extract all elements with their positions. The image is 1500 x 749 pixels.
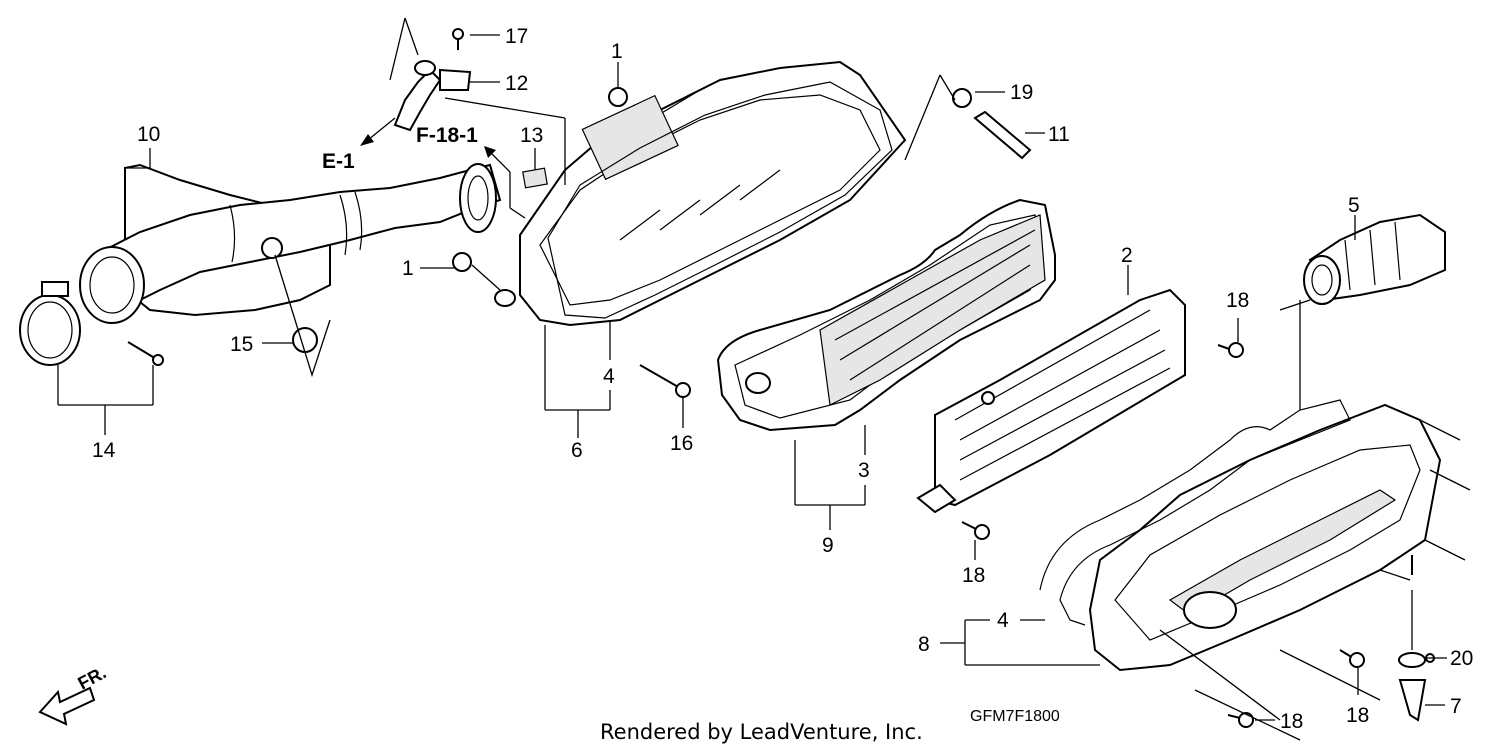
clamp-screw bbox=[127, 341, 164, 366]
callout-3: 3 bbox=[858, 459, 870, 482]
reference-f-18-1: F-18-1 bbox=[416, 124, 478, 147]
case-seal bbox=[547, 81, 893, 319]
callout-16: 16 bbox=[670, 432, 693, 455]
callout-19: 19 bbox=[1010, 81, 1033, 104]
air-cleaner-cover bbox=[1088, 403, 1442, 672]
callout-11: 11 bbox=[1048, 123, 1070, 146]
connecting-tube bbox=[1303, 213, 1446, 305]
callout-7: 7 bbox=[1450, 695, 1462, 718]
callout-18-low: 18 bbox=[1346, 704, 1369, 727]
callout-1-top: 1 bbox=[611, 40, 623, 63]
diagram-code: GFM7F1800 bbox=[970, 708, 1060, 725]
air-filter-element bbox=[916, 288, 1186, 514]
callout-18-mid: 18 bbox=[962, 564, 985, 587]
air-cleaner-case bbox=[494, 60, 907, 327]
render-credit: Rendered by LeadVenture, Inc. bbox=[600, 720, 923, 744]
cover-seal bbox=[1039, 399, 1351, 626]
breather-tube bbox=[393, 28, 472, 132]
o-ring bbox=[1398, 652, 1426, 668]
clip-nut bbox=[522, 167, 548, 189]
screw-18-bottom bbox=[1227, 712, 1254, 728]
drain-tube bbox=[952, 88, 1032, 160]
hose-clamp bbox=[19, 281, 81, 366]
callout-18-bottom: 18 bbox=[1280, 710, 1303, 733]
callout-4-right: 4 bbox=[997, 609, 1009, 632]
grommet-top bbox=[608, 87, 628, 107]
callout-18-top: 18 bbox=[1226, 289, 1249, 312]
band-clip bbox=[292, 327, 318, 353]
callout-17: 17 bbox=[505, 25, 528, 48]
callout-8: 8 bbox=[918, 633, 930, 656]
callout-13: 13 bbox=[520, 124, 543, 147]
callout-4-left: 4 bbox=[603, 365, 615, 388]
screw-18-low bbox=[1339, 649, 1365, 668]
case-screw bbox=[639, 364, 691, 398]
front-label: FR. bbox=[74, 662, 109, 693]
callout-20: 20 bbox=[1450, 647, 1473, 670]
grommet-side bbox=[452, 252, 472, 272]
reference-e-1: E-1 bbox=[322, 150, 355, 173]
leader-lines bbox=[57, 17, 1471, 741]
intake-tube bbox=[79, 163, 502, 324]
callout-2: 2 bbox=[1121, 244, 1133, 267]
screw-18-top bbox=[1217, 342, 1244, 358]
callout-6: 6 bbox=[571, 439, 583, 462]
callout-1-side: 1 bbox=[402, 257, 414, 280]
filter-mesh bbox=[819, 214, 1046, 406]
drain-plug bbox=[1398, 679, 1427, 722]
callout-12: 12 bbox=[505, 72, 528, 95]
callout-10: 10 bbox=[137, 123, 160, 146]
screw-18-mid bbox=[961, 521, 990, 540]
callout-9: 9 bbox=[822, 534, 834, 557]
callout-14: 14 bbox=[92, 439, 116, 462]
callout-5: 5 bbox=[1348, 194, 1360, 217]
front-direction-arrow: FR. bbox=[38, 662, 109, 726]
callout-15: 15 bbox=[230, 333, 253, 356]
